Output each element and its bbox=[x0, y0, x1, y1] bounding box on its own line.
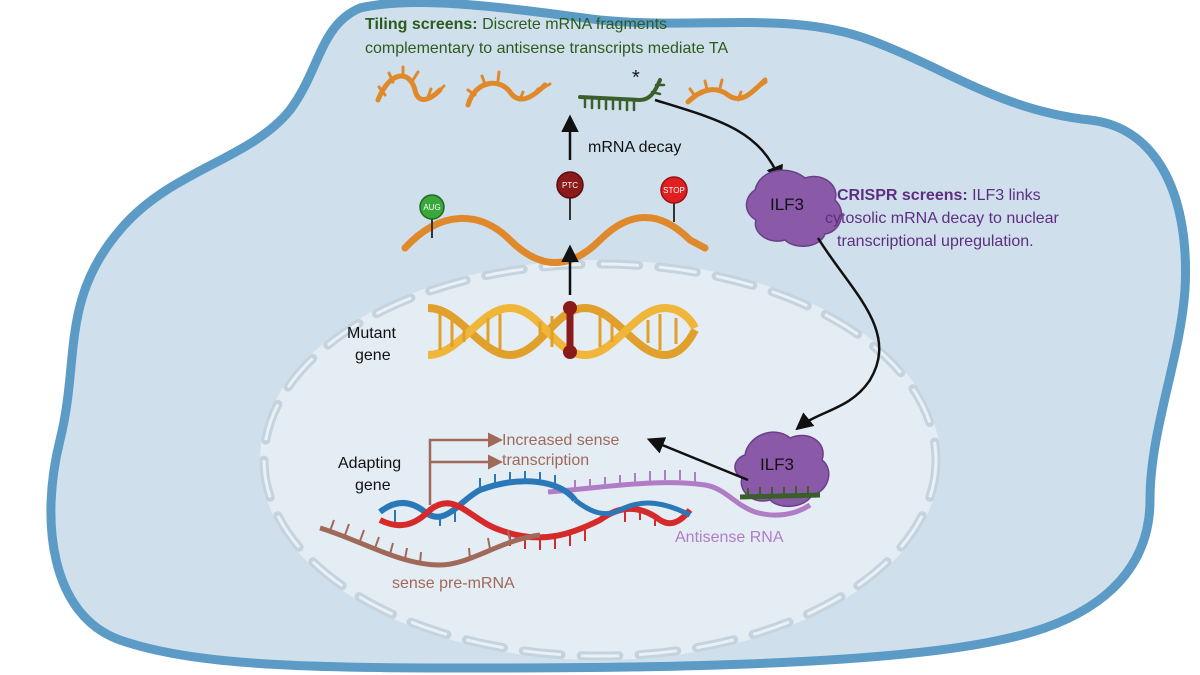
upregulation-arrow bbox=[646, 437, 749, 482]
ilf3-bottom-label: ILF3 bbox=[760, 455, 794, 474]
mrna-decay-label: mRNA decay bbox=[588, 139, 681, 156]
crispr-text-line1: CRISPR screens: ILF3 links bbox=[837, 187, 1041, 204]
stop-label: STOP bbox=[663, 186, 685, 195]
ilf3-translocation-arrow bbox=[795, 237, 881, 431]
aug-label: AUG bbox=[423, 203, 440, 212]
stop-marker bbox=[660, 176, 688, 204]
mutant-gene-dna bbox=[427, 301, 699, 360]
green-mrna-fragment bbox=[578, 78, 666, 112]
tiling-text-line1: Tiling screens: Discrete mRNA fragments bbox=[365, 16, 667, 33]
tiling-bold: Tiling screens: bbox=[365, 16, 478, 33]
increased-label-line1: Increased sense bbox=[502, 432, 620, 449]
mrna-fragments bbox=[375, 65, 768, 108]
antisense-rna bbox=[547, 470, 821, 518]
mutant-label-line1: Mutant bbox=[347, 325, 396, 342]
tiling-line1-rest: Discrete mRNA fragments bbox=[478, 16, 667, 33]
sense-pre-mrna-label: sense pre-mRNA bbox=[392, 575, 515, 592]
nucleus bbox=[260, 260, 940, 660]
tiling-text-line2: complementary to antisense transcripts m… bbox=[365, 40, 728, 57]
adapting-gene-dna bbox=[378, 471, 693, 550]
antisense-rna-label: Antisense RNA bbox=[675, 529, 784, 546]
aug-marker bbox=[419, 194, 445, 220]
asterisk-mark: * bbox=[632, 67, 640, 89]
ilf3-top-label: ILF3 bbox=[770, 195, 804, 214]
increased-label-line2: transcription bbox=[502, 452, 589, 469]
mrna-strand bbox=[401, 214, 709, 266]
crispr-line1-rest: ILF3 links bbox=[968, 187, 1041, 204]
ptc-label: PTC bbox=[562, 181, 578, 190]
ptc-marker bbox=[556, 171, 584, 199]
mutant-label-line2: gene bbox=[355, 347, 391, 364]
sense-pre-mrna bbox=[319, 519, 541, 568]
transcription-start-arrow-1 bbox=[428, 432, 503, 505]
ilf3-protein-top bbox=[745, 169, 843, 247]
adapting-label-line2: gene bbox=[355, 477, 391, 494]
adapting-label-line1: Adapting bbox=[338, 455, 401, 472]
fragment-to-ilf3-arrow bbox=[654, 98, 783, 184]
crispr-bold: CRISPR screens: bbox=[837, 187, 968, 204]
crispr-text-line2: cytosolic mRNA decay to nuclear bbox=[825, 210, 1060, 227]
crispr-text-line3: transcriptional upregulation. bbox=[837, 233, 1034, 250]
